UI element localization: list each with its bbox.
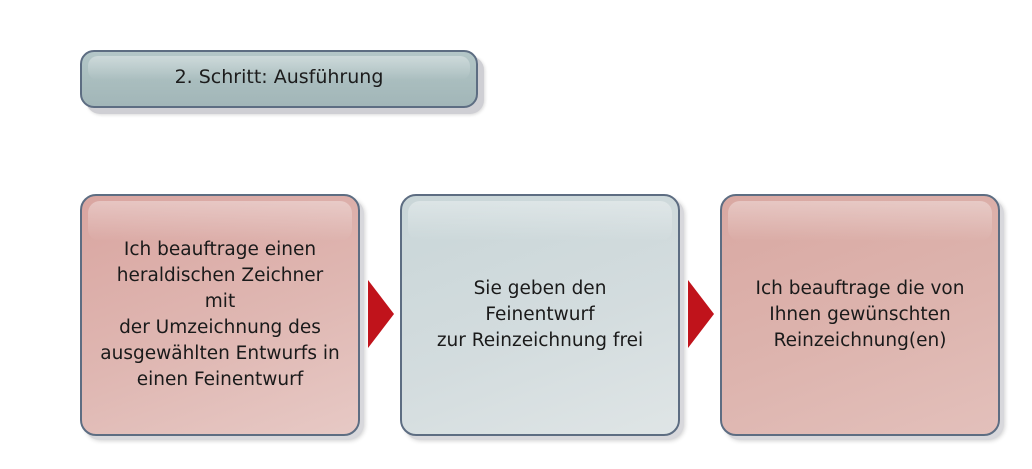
- chevron-right-icon: [688, 280, 714, 348]
- process-step-2: Sie geben den Feinentwurf zur Reinzeichn…: [400, 194, 680, 436]
- chevron-right-icon: [368, 280, 394, 348]
- step-title: 2. Schritt: Ausführung: [174, 66, 384, 88]
- process-step-3-text: Ich beauftrage die von Ihnen gewünschten…: [755, 278, 965, 351]
- process-step-3: Ich beauftrage die von Ihnen gewünschten…: [720, 194, 1000, 436]
- process-step-1-text: Ich beauftrage einen heraldischen Zeichn…: [100, 239, 340, 390]
- process-step-1: Ich beauftrage einen heraldischen Zeichn…: [80, 194, 360, 436]
- process-step-2-text: Sie geben den Feinentwurf zur Reinzeichn…: [436, 278, 644, 351]
- step-title-box: 2. Schritt: Ausführung: [80, 50, 478, 108]
